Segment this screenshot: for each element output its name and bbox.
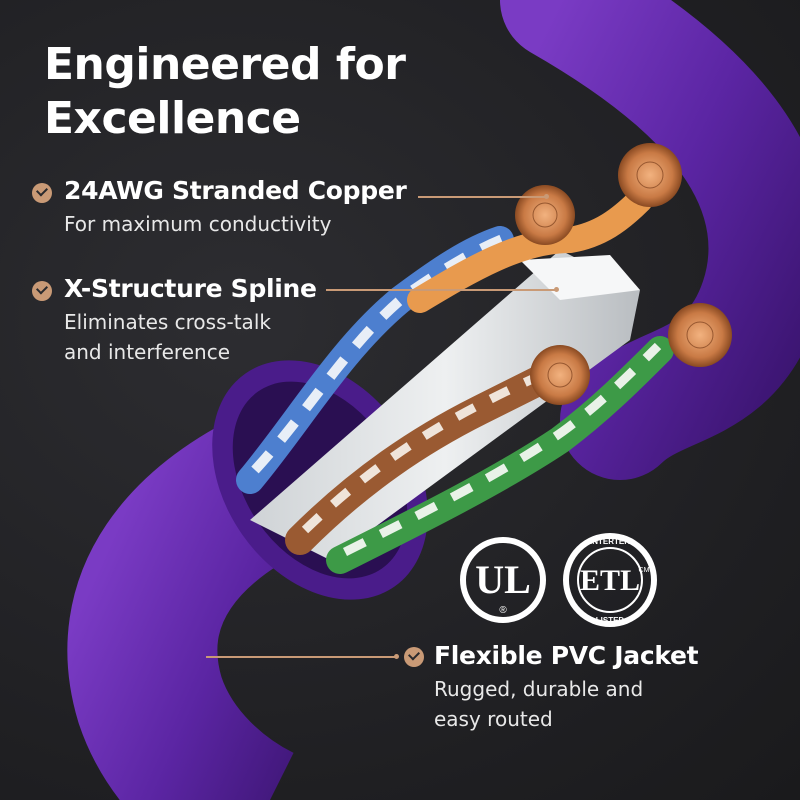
feature-desc-line: Eliminates cross-talk [64,310,271,334]
feature-desc-line: Rugged, durable and [434,677,644,701]
feature-jacket: Flexible PVC Jacket Rugged, durable and … [434,641,699,734]
feature-title: 24AWG Stranded Copper [64,176,407,205]
cable-jacket-back [500,0,800,480]
etl-top-text: INTERTEK [590,537,630,546]
ul-registered: ® [499,605,507,616]
leader-line-copper [418,194,549,199]
feature-copper: 24AWG Stranded Copper For maximum conduc… [64,176,407,239]
feature-title: X-Structure Spline [64,274,317,303]
feature-desc-line: For maximum conductivity [64,212,332,236]
check-bullet-icon [32,183,52,203]
ul-logo: UL ® [460,537,546,623]
etl-bottom-text: LISTED [596,616,625,625]
headline: Engineered for Excellence [44,38,406,146]
copper-end-4 [668,303,732,367]
copper-end-2 [618,143,682,207]
headline-line-1: Engineered for [44,39,406,90]
copper-end-1 [515,185,575,245]
etl-mark: ETL [580,564,640,597]
check-bullet-icon [32,281,52,301]
check-bullet-icon [404,647,424,667]
feature-title: Flexible PVC Jacket [434,641,699,670]
cable-jacket-front [67,400,330,800]
feature-desc: For maximum conductivity [64,209,407,239]
feature-desc-line: easy routed [434,707,553,731]
feature-desc: Rugged, durable and easy routed [434,674,698,734]
leader-line-spline [326,287,559,292]
etl-logo: INTERTEK ETL CM LISTED [563,533,657,627]
ul-mark: UL [475,557,531,602]
etl-cm: CM [639,567,650,574]
feature-desc: Eliminates cross-talk and interference [64,307,317,367]
feature-desc-line: and interference [64,340,230,364]
leader-line-jacket [206,654,399,659]
copper-end-3 [530,345,590,405]
feature-spline: X-Structure Spline Eliminates cross-talk… [64,274,317,367]
headline-line-2: Excellence [44,93,301,144]
